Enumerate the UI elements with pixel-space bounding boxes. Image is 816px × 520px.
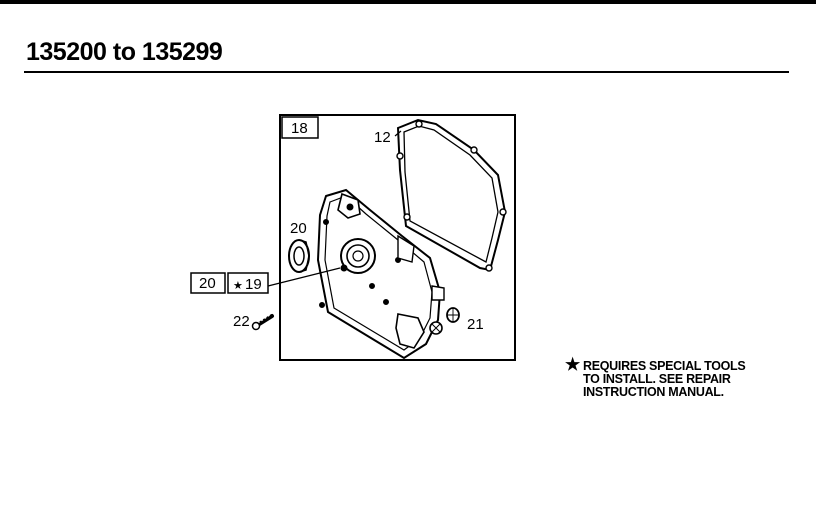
top-border xyxy=(0,0,816,4)
note-line: TO INSTALL. SEE REPAIR xyxy=(583,372,731,386)
crankcase-cover[interactable] xyxy=(316,188,445,360)
kit-star-icon: ★ xyxy=(233,280,243,292)
note-line: REQUIRES SPECIAL TOOLS xyxy=(583,359,746,373)
callout-21: 21 xyxy=(467,316,484,333)
label-box-18[interactable] xyxy=(281,116,319,139)
group-frame xyxy=(279,114,516,361)
gasket-12[interactable] xyxy=(396,118,507,272)
callout-12: 12 xyxy=(374,129,391,146)
label-box-20[interactable] xyxy=(190,272,226,294)
callout-22: 22 xyxy=(233,313,250,330)
callout-kit-20: 20 xyxy=(199,275,216,292)
title-rule xyxy=(24,71,789,73)
plug-21[interactable] xyxy=(446,307,460,323)
leader-19 xyxy=(267,267,341,287)
note-line: INSTRUCTION MANUAL. xyxy=(583,385,724,399)
page-title: 135200 to 135299 xyxy=(26,38,223,66)
special-tools-note: ★ REQUIRES SPECIAL TOOLS TO INSTALL. SEE… xyxy=(565,355,746,399)
leader-12 xyxy=(394,130,402,137)
callout-20: 20 xyxy=(290,220,307,237)
bolt-22[interactable] xyxy=(251,314,274,331)
label-box-19[interactable] xyxy=(227,272,269,294)
callout-19: 19 xyxy=(245,276,262,293)
star-icon: ★ xyxy=(565,355,580,374)
oil-seal-20[interactable] xyxy=(288,239,310,273)
callout-18: 18 xyxy=(291,120,308,137)
